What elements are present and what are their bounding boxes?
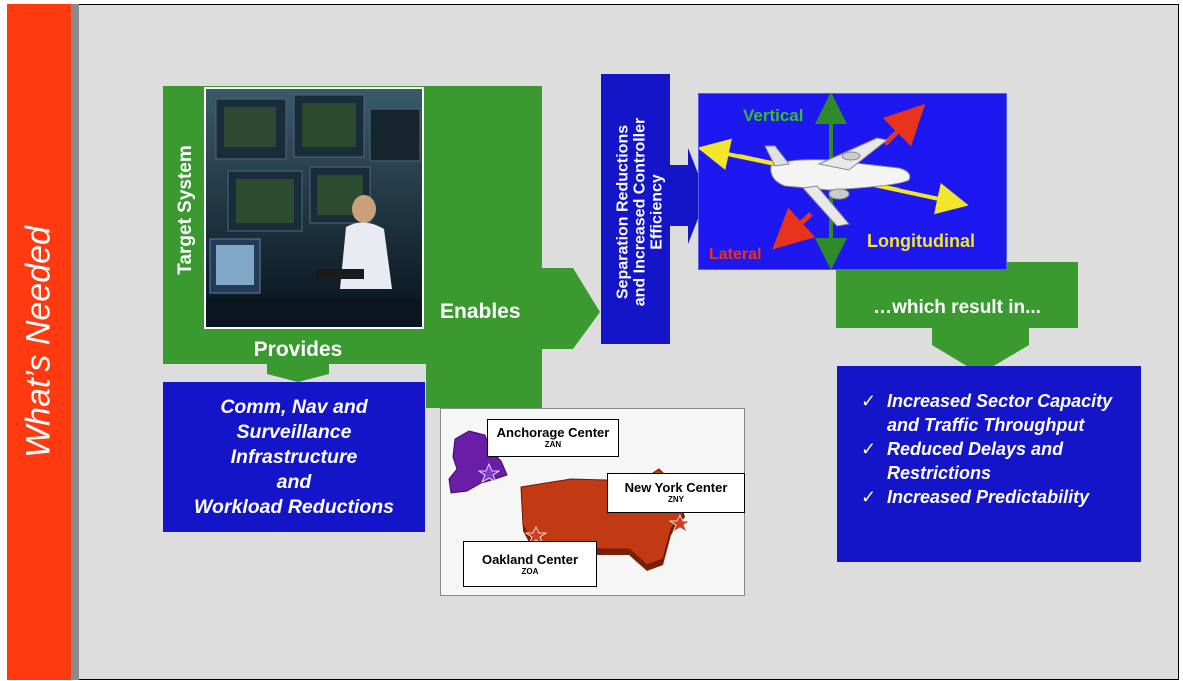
result-text: Increased Predictability bbox=[887, 487, 1090, 507]
check-icon: ✓ bbox=[861, 439, 877, 459]
center-name: New York Center bbox=[624, 480, 728, 495]
new-york-center-label: New York Center ZNY bbox=[607, 473, 745, 513]
side-bar-shadow bbox=[71, 4, 79, 680]
result-item: ✓ Reduced Delays and Restrictions bbox=[861, 437, 1137, 485]
infrastructure-line: Workload Reductions bbox=[193, 495, 395, 518]
result-item: ✓ Increased Sector Capacity and Traffic … bbox=[861, 389, 1137, 437]
center-code: ZOA bbox=[521, 567, 539, 576]
result-text: Reduced Delays and Restrictions bbox=[887, 439, 1064, 483]
infrastructure-box: Comm, Nav and Surveillance Infrastructur… bbox=[163, 382, 425, 532]
lateral-arrow-down bbox=[772, 207, 816, 250]
separation-line: Separation Reductions bbox=[614, 124, 632, 300]
directions-graphic bbox=[697, 92, 969, 270]
separation-line: Efficiency bbox=[648, 174, 666, 250]
star-icon bbox=[668, 514, 692, 533]
infrastructure-line: and bbox=[276, 470, 312, 493]
result-arrow bbox=[836, 262, 1078, 374]
separation-label: Separation Reductions and Increased Cont… bbox=[615, 118, 666, 307]
separation-directions-box: Vertical Longitudinal Lateral bbox=[697, 92, 1007, 270]
star-icon bbox=[477, 462, 501, 483]
longitudinal-label: Longitudinal bbox=[867, 231, 975, 251]
airplane-icon bbox=[764, 137, 911, 227]
center-name: Oakland Center bbox=[481, 552, 579, 567]
star-icon bbox=[524, 526, 548, 545]
oakland-center-label: Oakland Center ZOA bbox=[463, 541, 597, 587]
separation-arrow bbox=[670, 148, 707, 244]
infrastructure-line: Comm, Nav and bbox=[220, 395, 368, 418]
center-name: Anchorage Center bbox=[496, 425, 610, 440]
lateral-label: Lateral bbox=[709, 246, 762, 263]
operator-photo bbox=[204, 87, 424, 329]
center-map: Anchorage Center ZAN New York Center ZNY… bbox=[440, 408, 745, 596]
separation-box bbox=[601, 74, 670, 344]
result-label: …which result in... bbox=[873, 297, 1041, 318]
provides-label: Provides bbox=[253, 338, 343, 361]
result-item: ✓ Increased Predictability bbox=[861, 485, 1137, 509]
lateral-arrow-up bbox=[882, 103, 926, 147]
enables-arrow bbox=[426, 86, 600, 408]
infrastructure-line: Surveillance bbox=[236, 420, 352, 443]
center-code: ZNY bbox=[668, 495, 684, 504]
results-box: ✓ Increased Sector Capacity and Traffic … bbox=[837, 366, 1141, 562]
vertical-label: Vertical bbox=[743, 106, 804, 125]
enables-label: Enables bbox=[440, 300, 521, 323]
results-list: ✓ Increased Sector Capacity and Traffic … bbox=[861, 389, 1137, 509]
operator-at-consoles-photo bbox=[206, 89, 422, 327]
center-code: ZAN bbox=[544, 440, 562, 449]
result-text: Increased Sector Capacity and Traffic Th… bbox=[887, 391, 1113, 435]
check-icon: ✓ bbox=[861, 487, 877, 507]
target-system-label: Target System bbox=[175, 145, 196, 275]
separation-line: and Increased Controller bbox=[631, 117, 649, 307]
infrastructure-line: Infrastructure bbox=[230, 445, 358, 468]
anchorage-center-label: Anchorage Center ZAN bbox=[487, 419, 619, 457]
check-icon: ✓ bbox=[861, 391, 877, 411]
